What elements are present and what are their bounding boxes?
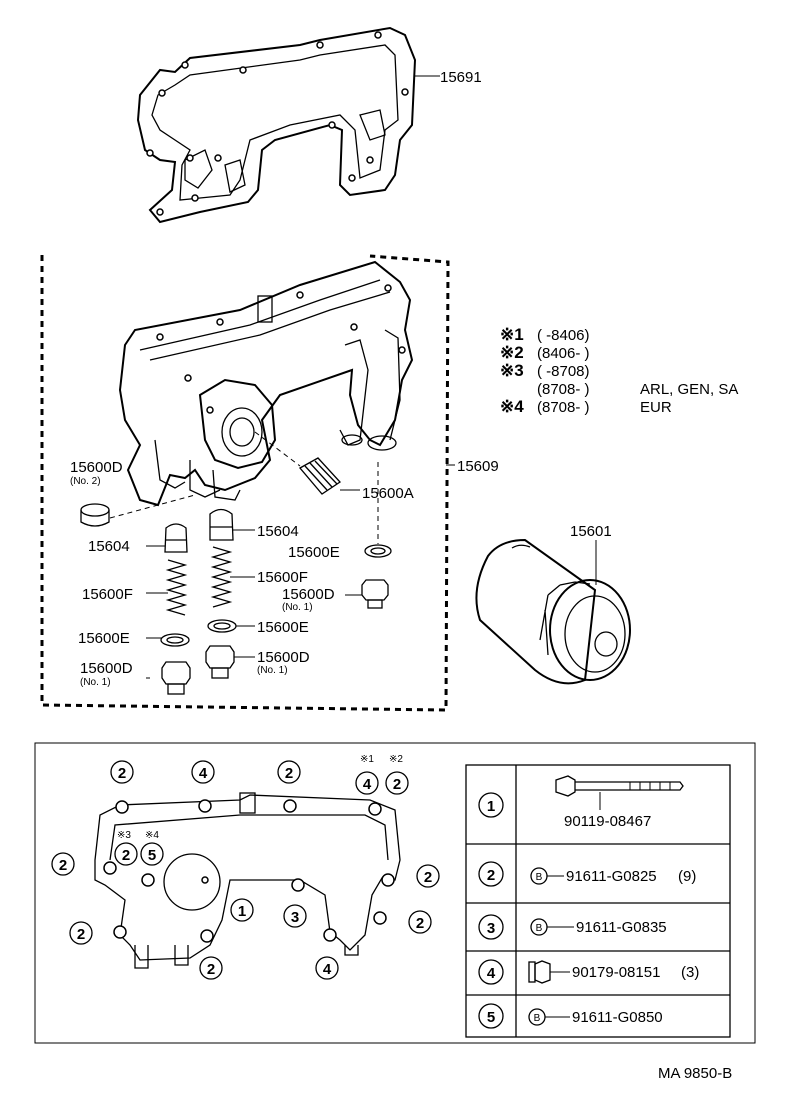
oil-filter-15601 bbox=[475, 538, 631, 685]
svg-text:2: 2 bbox=[122, 847, 130, 864]
table-num-1: 1 bbox=[487, 798, 495, 815]
table-num-4: 4 bbox=[487, 965, 496, 982]
label-15600D-no1-upper: 15600D bbox=[282, 586, 335, 603]
svg-text:2: 2 bbox=[393, 776, 401, 793]
label-no1-left: (No. 1) bbox=[80, 677, 111, 688]
note-range-4: (8708- ) bbox=[537, 399, 590, 416]
gasket-15600E-upper bbox=[364, 462, 392, 558]
label-no2: (No. 2) bbox=[70, 476, 101, 487]
table-qty-4: (3) bbox=[681, 964, 699, 981]
table-num-5: 5 bbox=[487, 1009, 495, 1026]
note-range-1: ( -8406) bbox=[537, 327, 590, 344]
label-15604-right: 15604 bbox=[257, 523, 299, 540]
plug-15600D-no1-left bbox=[146, 661, 191, 695]
plug-15600D-no1-upper bbox=[345, 579, 389, 609]
svg-text:2: 2 bbox=[118, 765, 126, 782]
plug-15600D-no2 bbox=[80, 494, 196, 527]
svg-text:4: 4 bbox=[323, 961, 332, 978]
gasket-15600E-right bbox=[207, 619, 255, 633]
table-num-2: 2 bbox=[487, 867, 495, 884]
flange-bolt-icon bbox=[528, 960, 570, 984]
bolt-layout-panel bbox=[34, 742, 756, 1044]
gasket-15691 bbox=[136, 26, 440, 224]
svg-text:2: 2 bbox=[207, 961, 215, 978]
long-bolt-icon bbox=[555, 775, 684, 810]
note-extra-4: EUR bbox=[640, 399, 672, 416]
svg-text:4: 4 bbox=[363, 776, 372, 793]
bolt-layout-cover bbox=[94, 792, 401, 969]
label-no1-right: (No. 1) bbox=[257, 665, 288, 676]
label-15691: 15691 bbox=[440, 69, 482, 86]
bolt-mark-2: B bbox=[536, 872, 543, 883]
svg-text:2: 2 bbox=[424, 869, 432, 886]
callout-note-3: ※3 bbox=[117, 830, 131, 841]
callout-note-2: ※2 bbox=[389, 754, 403, 765]
figure-code: MA 9850-B bbox=[658, 1065, 732, 1082]
svg-text:5: 5 bbox=[148, 847, 156, 864]
note-mark-1: ※1 bbox=[500, 325, 524, 344]
label-15600E-upper: 15600E bbox=[288, 544, 340, 561]
table-part-2: 91611-G0825 bbox=[566, 868, 657, 885]
table-qty-2: (9) bbox=[678, 868, 696, 885]
svg-text:3: 3 bbox=[291, 909, 299, 926]
table-part-3: 91611-G0835 bbox=[576, 919, 667, 936]
label-15600A: 15600A bbox=[362, 485, 414, 502]
spring-15600F-right bbox=[210, 546, 255, 608]
oil-cooler-body bbox=[118, 260, 414, 507]
label-15600D-no2: 15600D bbox=[70, 459, 123, 476]
table-part-1: 90119-08467 bbox=[564, 813, 651, 830]
label-15600D-no1-left: 15600D bbox=[80, 660, 133, 677]
bolt-table: 1 90119-08467 2 B 91611-G0825 (9) 3 B 91… bbox=[465, 764, 731, 1038]
label-15609: 15609 bbox=[457, 458, 499, 475]
label-15601: 15601 bbox=[570, 523, 612, 540]
valve-15604-left bbox=[146, 523, 188, 553]
assembly-box-15609 bbox=[40, 254, 450, 712]
label-15600E-left: 15600E bbox=[78, 630, 130, 647]
note-range-2: (8406- ) bbox=[537, 345, 590, 362]
table-part-4: 90179-08151 bbox=[572, 964, 660, 981]
callout-note-1: ※1 bbox=[360, 754, 374, 765]
bolt-mark-5: B bbox=[534, 1013, 541, 1024]
label-15604-left: 15604 bbox=[88, 538, 130, 555]
svg-text:2: 2 bbox=[416, 915, 424, 932]
relief-valve-15600A bbox=[254, 431, 360, 495]
note-extra-3b: ARL, GEN, SA bbox=[640, 381, 738, 398]
valve-15604-right bbox=[209, 508, 255, 541]
gasket-15600E-left bbox=[146, 633, 190, 647]
note-range-3b: (8708- ) bbox=[537, 381, 590, 398]
note-mark-4: ※4 bbox=[500, 397, 524, 416]
svg-text:4: 4 bbox=[199, 765, 208, 782]
label-15600F-right: 15600F bbox=[257, 569, 308, 586]
svg-text:2: 2 bbox=[59, 857, 67, 874]
note-mark-3: ※3 bbox=[500, 361, 524, 380]
table-part-5: 91611-G0850 bbox=[572, 1009, 663, 1026]
svg-text:2: 2 bbox=[285, 765, 293, 782]
spring-15600F-left bbox=[146, 559, 188, 616]
plug-15600D-no1-right bbox=[205, 645, 255, 679]
label-no1-upper: (No. 1) bbox=[282, 602, 313, 613]
svg-text:1: 1 bbox=[238, 903, 246, 920]
note-range-3: ( -8708) bbox=[537, 363, 590, 380]
label-15600D-no1-right: 15600D bbox=[257, 649, 310, 666]
callout-note-4: ※4 bbox=[145, 830, 159, 841]
bolt-callouts: 2 4 2 4 2 ※1 ※2 ※3 ※4 2 5 2 2 1 3 2 2 2 … bbox=[51, 754, 440, 980]
label-15600F-left: 15600F bbox=[82, 586, 133, 603]
notes-block: ※1 ( -8406) ※2 (8406- ) ※3 ( -8708) (870… bbox=[500, 325, 738, 416]
bolt-mark-3: B bbox=[536, 923, 543, 934]
label-15600E-right: 15600E bbox=[257, 619, 309, 636]
note-mark-2: ※2 bbox=[500, 343, 524, 362]
table-num-3: 3 bbox=[487, 920, 495, 937]
svg-text:2: 2 bbox=[77, 926, 85, 943]
